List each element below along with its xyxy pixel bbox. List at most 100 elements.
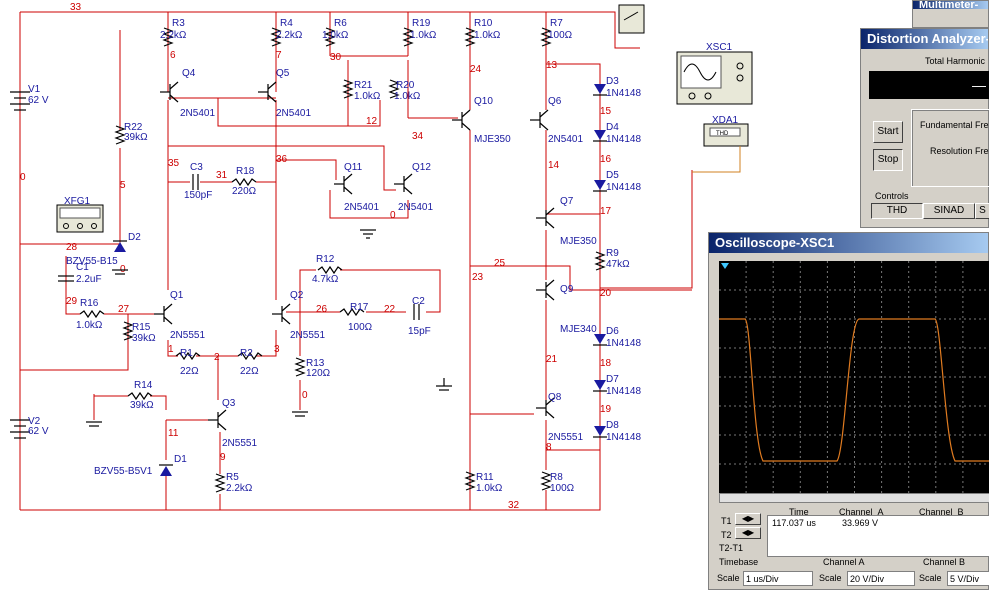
battery-v2[interactable] — [10, 419, 30, 439]
node-label: 17 — [600, 206, 612, 217]
r2-value: 22Ω — [240, 366, 259, 377]
resistor[interactable] — [175, 351, 201, 361]
r12-name: R12 — [316, 254, 335, 265]
transistor[interactable] — [530, 109, 549, 131]
resistor[interactable] — [594, 251, 606, 271]
channel-b-scale-field[interactable]: 5 V/Div — [947, 571, 989, 586]
r16-name: R16 — [80, 298, 99, 309]
resistor[interactable] — [231, 177, 257, 187]
resistor[interactable] — [540, 27, 552, 47]
set-button[interactable]: S — [975, 203, 989, 219]
transistor[interactable] — [208, 409, 227, 431]
d6-name: D6 — [606, 326, 619, 337]
channel-a-group-label: Channel A — [823, 557, 865, 567]
thd-button[interactable]: THD — [871, 203, 923, 219]
resistor[interactable] — [464, 471, 476, 491]
capacitor-c1[interactable] — [58, 275, 74, 282]
r6-value: 1.0kΩ — [322, 30, 349, 41]
resistor[interactable] — [114, 125, 126, 145]
oscilloscope-window[interactable]: Oscilloscope-XSC1 Time Channel_A Channel… — [708, 232, 989, 590]
resistor[interactable] — [402, 27, 414, 47]
q6-value: 2N5401 — [548, 134, 583, 145]
distortion-analyzer-window[interactable]: Distortion Analyzer- Total Harmonic — St… — [860, 28, 989, 228]
c2-name: C2 — [412, 296, 425, 307]
d6-value: 1N4148 — [606, 338, 641, 349]
resistor[interactable] — [464, 27, 476, 47]
xda1-label: XDA1 — [712, 115, 739, 126]
d3-name: D3 — [606, 76, 619, 87]
q4-value: 2N5401 — [180, 108, 215, 119]
resistor[interactable] — [162, 27, 174, 47]
transistor[interactable] — [154, 303, 173, 325]
transistor[interactable] — [536, 397, 555, 419]
zener-d2[interactable] — [113, 240, 127, 252]
q10-value: MJE350 — [474, 134, 511, 145]
zener-d1[interactable] — [159, 464, 173, 476]
c1-value: 2.2uF — [76, 274, 102, 285]
diode-stack[interactable] — [593, 84, 607, 438]
transistor[interactable] — [160, 81, 179, 103]
sinad-button[interactable]: SINAD — [923, 203, 975, 219]
resistor[interactable] — [339, 307, 365, 317]
r5-name: R5 — [226, 472, 239, 483]
resistor[interactable] — [237, 351, 263, 361]
t2-arrows-button[interactable]: ◀▶ — [735, 527, 761, 539]
transistor[interactable] — [452, 109, 471, 131]
resistor[interactable] — [540, 471, 552, 491]
time-value: 117.037 us — [772, 518, 816, 528]
stop-button[interactable]: Stop — [873, 149, 903, 171]
xfg1-label: XFG1 — [64, 196, 91, 207]
resistor[interactable] — [270, 27, 282, 47]
oscilloscope-symbol-xsc1[interactable] — [676, 51, 753, 105]
ground-symbol — [86, 229, 452, 427]
r15-value: 39kΩ — [132, 333, 156, 344]
q7-name: Q7 — [560, 196, 574, 207]
multimeter-window[interactable]: Multimeter- — [912, 0, 989, 28]
channel-a-column-label: Channel_A — [839, 507, 884, 517]
oscilloscope-title: Oscilloscope-XSC1 — [709, 233, 988, 253]
transistor[interactable] — [536, 279, 555, 301]
r13-value: 120Ω — [306, 368, 331, 379]
channel-a-value: 33.969 V — [842, 518, 879, 528]
svg-text:THD: THD — [716, 131, 729, 137]
scope-scrollbar[interactable] — [719, 493, 989, 503]
resistor[interactable] — [294, 357, 306, 377]
node-label: 7 — [276, 50, 282, 61]
capacitor-c2[interactable] — [413, 304, 420, 320]
node-label: 16 — [600, 154, 612, 165]
transistor[interactable] — [536, 207, 555, 229]
q11-name: Q11 — [344, 162, 363, 173]
transistor[interactable] — [258, 81, 277, 103]
q5-value: 2N5401 — [276, 108, 311, 119]
resistor[interactable] — [79, 309, 105, 319]
d5-name: D5 — [606, 170, 619, 181]
d2-value: BZV55-B15 — [66, 256, 118, 267]
resistor[interactable] — [127, 391, 153, 401]
resistor[interactable] — [214, 473, 226, 493]
capacitor-c3[interactable] — [192, 174, 199, 190]
multimeter-probe[interactable] — [618, 4, 645, 34]
resistor[interactable] — [317, 265, 343, 275]
r8-name: R8 — [550, 472, 563, 483]
resistor[interactable] — [342, 79, 354, 99]
resistor[interactable] — [122, 321, 134, 341]
v2-value: 62 V — [28, 426, 49, 437]
function-generator-xfg1[interactable] — [56, 204, 104, 233]
t1-arrows-button[interactable]: ◀▶ — [735, 513, 761, 525]
battery-v1[interactable] — [10, 91, 30, 111]
scope-screen[interactable] — [719, 261, 989, 493]
distortion-analyzer-symbol-xda1[interactable]: THD — [703, 123, 749, 147]
transistor[interactable] — [394, 173, 413, 195]
r17-name: R17 — [350, 302, 369, 313]
node-label: 13 — [546, 60, 558, 71]
resistor[interactable] — [388, 79, 400, 99]
resistor[interactable] — [324, 27, 336, 47]
timebase-scale-field[interactable]: 1 us/Div — [743, 571, 813, 586]
transistor[interactable] — [334, 173, 353, 195]
start-button[interactable]: Start — [873, 121, 903, 143]
v2-name: V2 — [28, 416, 41, 427]
transistor[interactable] — [272, 303, 291, 325]
channel-a-scale-field[interactable]: 20 V/Div — [847, 571, 915, 586]
node-label: 25 — [494, 258, 506, 269]
